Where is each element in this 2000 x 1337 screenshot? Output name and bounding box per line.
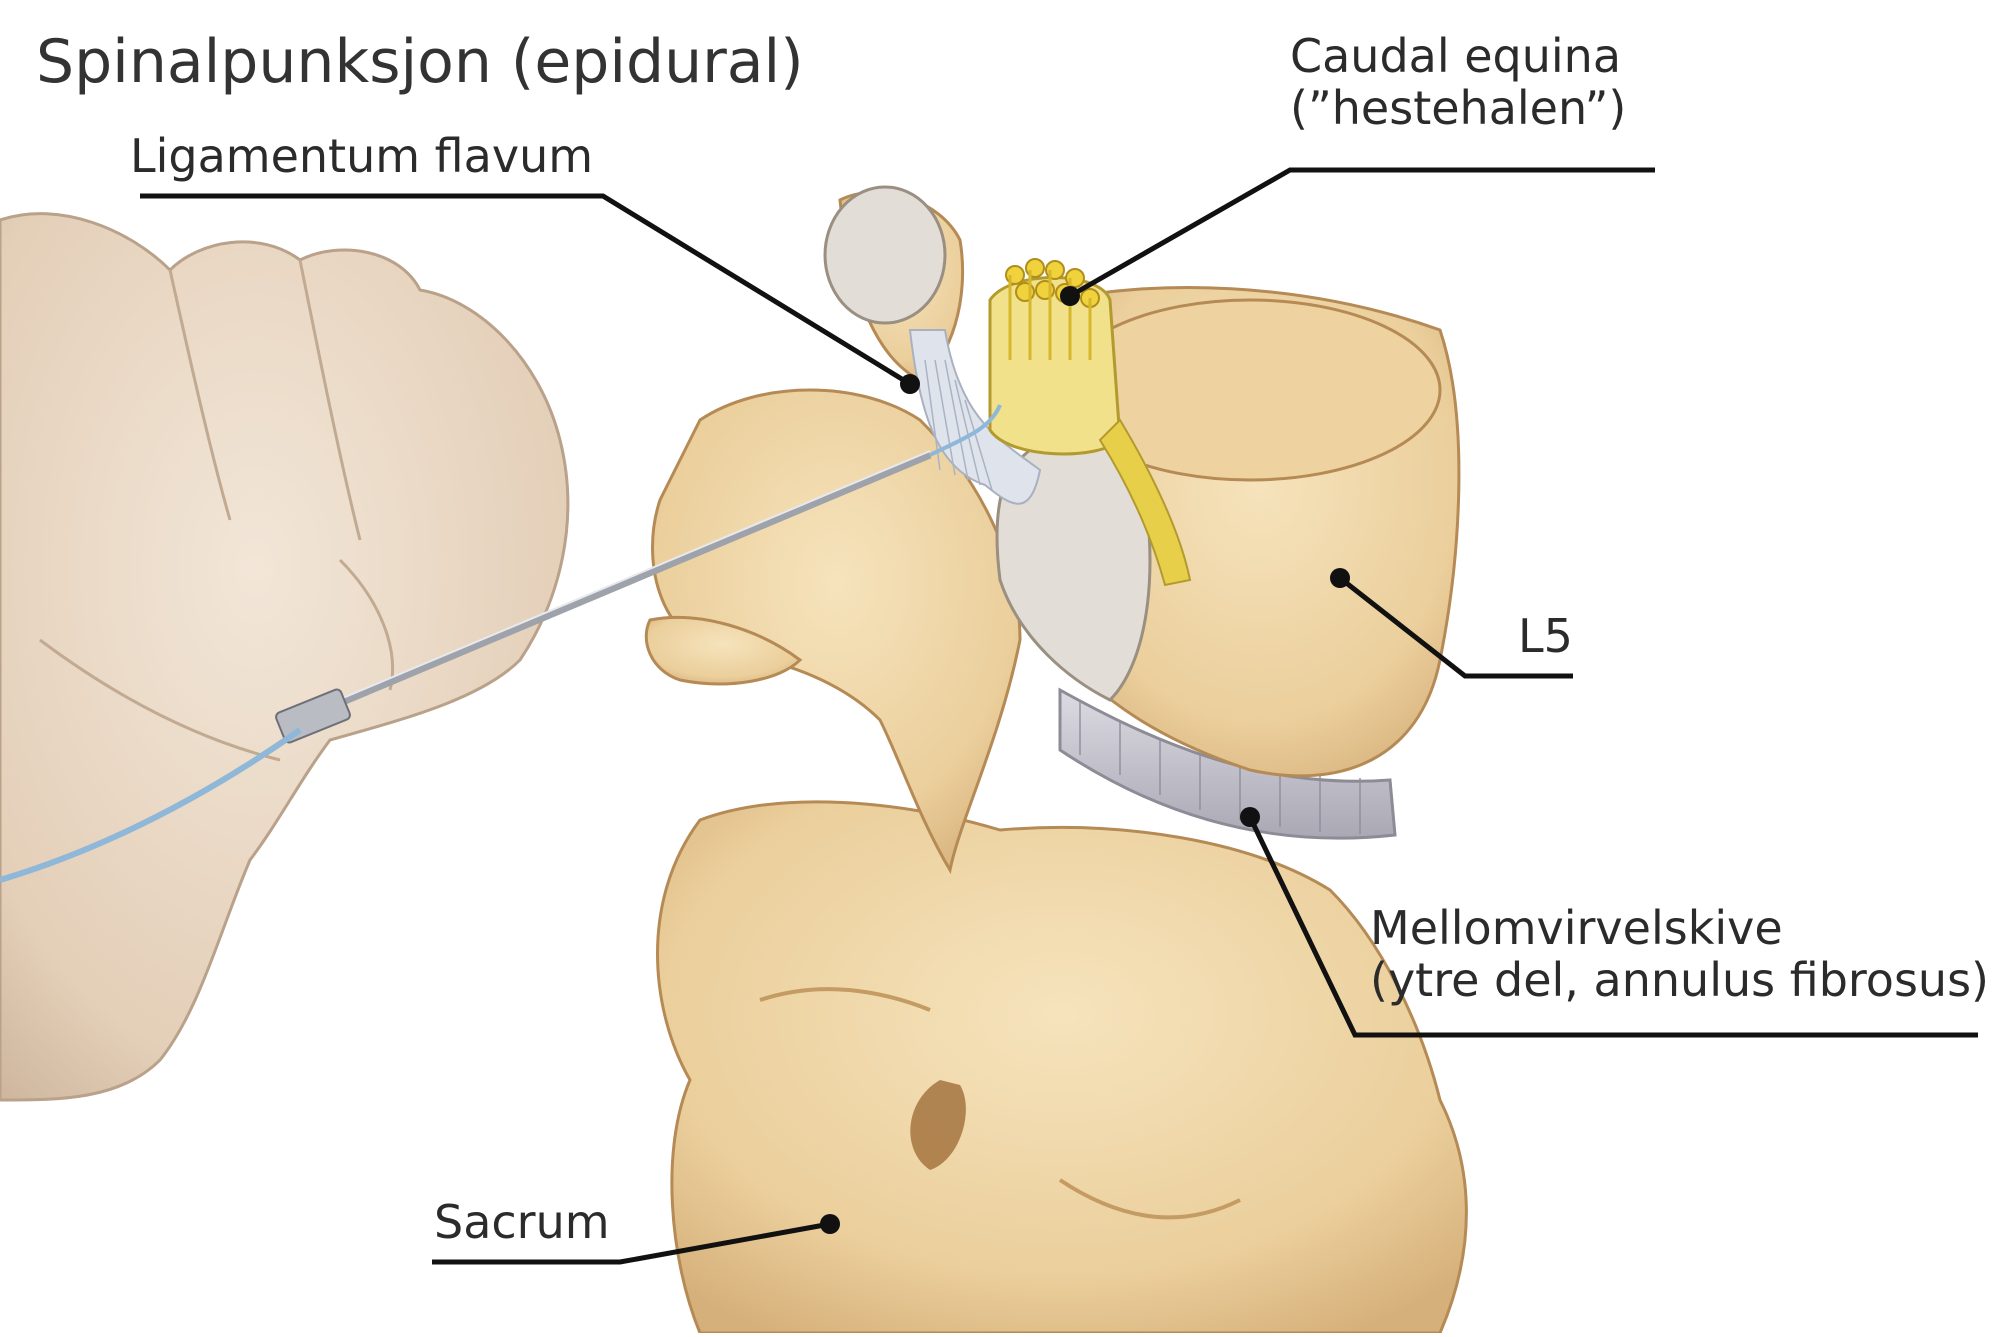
label-mellomvirvelskive-line1: Mellomvirvelskive (1370, 901, 1783, 955)
leader-lines (140, 167, 1978, 1265)
label-ligamentum-flavum-text: Ligamentum flavum (130, 129, 594, 183)
epidural-needle (0, 404, 1002, 883)
leader-sacrum (432, 1221, 831, 1265)
leader-l5 (1338, 576, 1573, 679)
label-mellomvirvelskive-line2: (ytre del, annulus fibrosus) (1370, 953, 1989, 1008)
label-cauda-equina: Caudal equina (”hestehalen”) (1290, 30, 1626, 135)
label-sacrum: Sacrum (434, 1196, 610, 1248)
intervertebral-disc (1058, 687, 1397, 840)
dot-l5 (1330, 568, 1350, 588)
dot-sacrum (820, 1214, 840, 1234)
leader-ligamentum-flavum (140, 193, 912, 387)
leader-cauda-equina (1068, 167, 1655, 299)
label-l5: L5 (1518, 610, 1573, 662)
label-cauda-equina-line1: Caudal equina (1290, 29, 1622, 83)
leader-dots (820, 286, 1350, 1234)
label-cauda-equina-line2: (”hestehalen”) (1290, 81, 1627, 136)
cauda-equina (988, 258, 1192, 587)
hand (0, 212, 570, 1102)
ligamentum-flavum (908, 329, 1042, 505)
label-l5-text: L5 (1518, 609, 1573, 663)
dot-ligamentum-flavum (900, 374, 920, 394)
page-title: Spinalpunksjon (epidural) (36, 27, 804, 97)
dot-cauda-equina (1060, 286, 1080, 306)
label-sacrum-text: Sacrum (434, 1195, 610, 1249)
label-ligamentum-flavum: Ligamentum flavum (130, 130, 593, 182)
dot-mellomvirvelskive (1240, 807, 1260, 827)
leader-mellomvirvelskive (1247, 815, 1978, 1038)
label-mellomvirvelskive: Mellomvirvelskive (ytre del, annulus fib… (1370, 902, 1989, 1007)
l5-vertebra (644, 185, 1461, 875)
sacrum-bone (656, 800, 1468, 1335)
